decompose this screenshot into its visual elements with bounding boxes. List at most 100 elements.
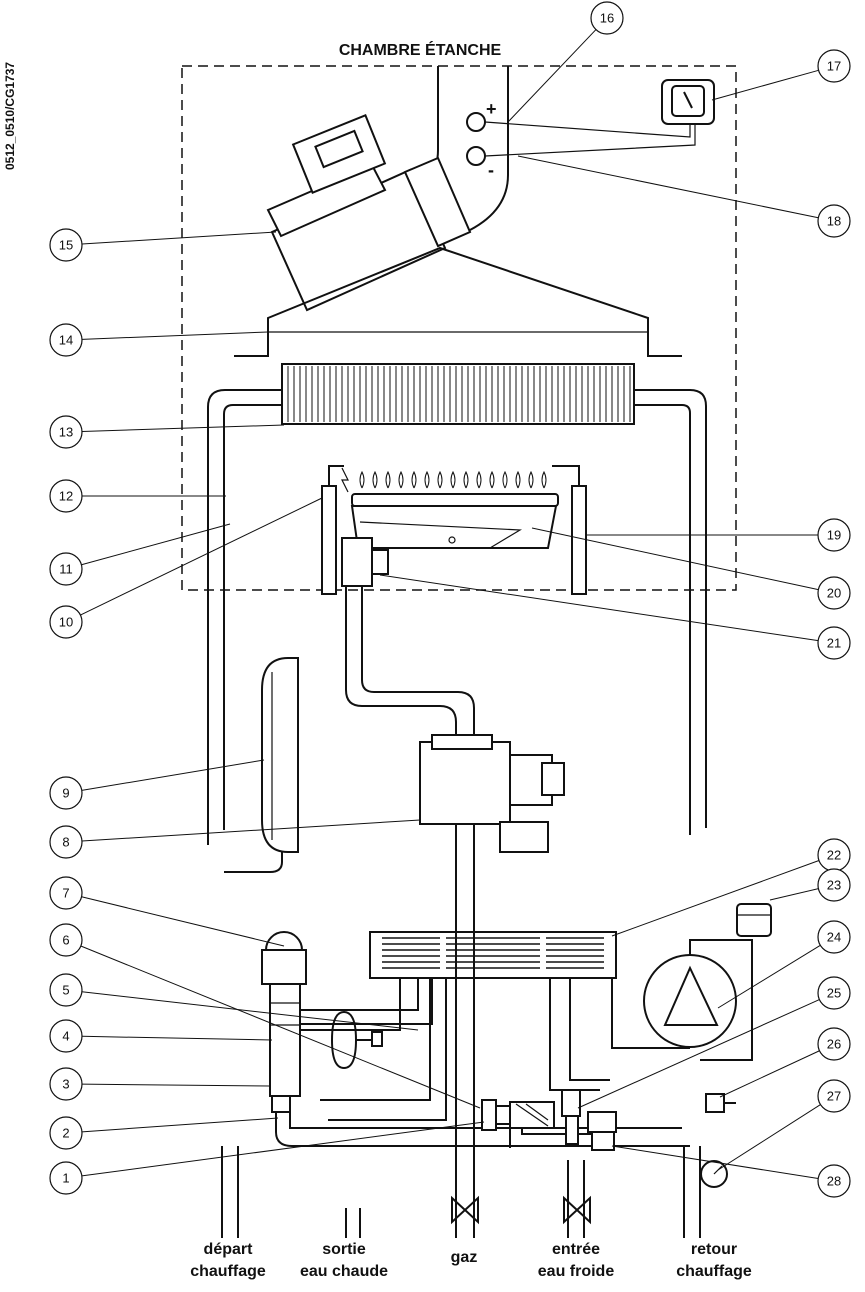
callout-leader-20 [531,527,819,591]
callout-number-22: 22 [827,848,841,863]
callout-circle-23 [817,868,851,902]
callout-number-9: 9 [62,786,69,801]
callout-number-5: 5 [62,983,69,998]
callout-leader-24 [717,944,821,1009]
label-sortie-eau-chaude-2: eau chaude [300,1263,388,1280]
minus-sign: - [488,160,494,180]
callout-18: 18 [517,155,851,238]
gas-valve [419,734,565,908]
callout-2: 2 [49,1116,279,1150]
burner [321,465,587,595]
diverter-valve [261,931,383,1113]
callout-8: 8 [49,819,421,859]
expansion-vessel [224,657,299,873]
callout-25: 25 [577,976,851,1109]
callout-leader-16 [507,29,597,123]
callout-number-4: 4 [62,1029,69,1044]
bypass-valve [561,1089,617,1151]
callout-circle-13 [49,415,83,449]
plus-sign: + [486,99,497,119]
label-entree-eau-froide-1: entrée [552,1241,600,1258]
callout-number-6: 6 [62,933,69,948]
callout-number-19: 19 [827,528,841,543]
callout-circle-28 [817,1164,851,1198]
fan-assembly [266,113,472,312]
callout-leader-15 [81,231,277,245]
callout-number-26: 26 [827,1037,841,1052]
callout-number-3: 3 [62,1077,69,1092]
callout-number-2: 2 [62,1126,69,1141]
callout-circle-21 [817,626,851,660]
callout-leader-22 [611,860,820,937]
callout-number-14: 14 [59,333,73,348]
callout-circle-14 [49,323,83,357]
callout-12: 12 [49,479,226,513]
callout-circle-18 [817,204,851,238]
cold-water-tap-icon [563,1195,591,1225]
callout-circle-12 [49,479,83,513]
air-pressure-switch [661,79,715,125]
callout-number-24: 24 [827,930,841,945]
flow-sensor [481,1099,555,1131]
gas-nozzle [341,537,475,742]
callout-15: 15 [49,228,277,262]
callout-23: 23 [769,868,851,902]
callout-circle-6 [49,923,83,957]
callout-leader-14 [81,331,269,340]
callout-leader-3 [81,1083,271,1087]
callout-leader-4 [81,1035,273,1041]
callout-number-25: 25 [827,986,841,1001]
pressure-gauge [700,1160,728,1188]
callout-number-17: 17 [827,59,841,74]
gas-tap-icon [451,1195,479,1225]
callout-leader-2 [81,1117,279,1133]
callout-leader-28 [611,1145,819,1180]
callout-13: 13 [49,415,285,449]
callout-number-7: 7 [62,886,69,901]
connection-labels: départ chauffage sortie eau chaude gaz e… [190,1241,752,1280]
callout-number-11: 11 [59,562,73,577]
pressure-ports: + - [466,99,696,180]
callout-leader-17 [711,69,819,101]
heating-pipes [207,389,707,845]
callout-number-8: 8 [62,835,69,850]
callout-number-28: 28 [827,1174,841,1189]
callout-circle-11 [49,552,83,586]
callout-circle-19 [817,518,851,552]
callout-1: 1 [49,1121,485,1195]
outlet-pipes [221,908,701,1238]
callout-22: 22 [611,838,851,937]
callout-circle-20 [817,576,851,610]
callout-number-10: 10 [59,615,73,630]
primary-heat-exchanger [281,363,635,425]
safety-valve [705,1093,736,1113]
callout-number-1: 1 [62,1171,69,1186]
callout-leader-23 [769,888,819,901]
circulation-pump [643,903,772,1061]
callout-leader-13 [81,424,285,432]
callout-21: 21 [379,574,851,660]
sealed-chamber-outline [181,65,737,591]
callout-leader-6 [80,945,481,1109]
callout-circle-1 [49,1161,83,1195]
label-depart-chauffage-2: chauffage [190,1263,266,1280]
callout-17: 17 [711,49,851,101]
callout-26: 26 [719,1027,851,1098]
label-entree-eau-froide-2: eau froide [538,1263,615,1280]
callout-number-21: 21 [827,636,841,651]
callout-circle-2 [49,1116,83,1150]
callout-leader-11 [81,523,231,566]
callout-leader-8 [81,819,421,842]
callout-leader-26 [719,1050,820,1098]
callout-leader-21 [379,574,819,642]
callout-4: 4 [49,1019,273,1053]
callout-number-18: 18 [827,214,841,229]
callout-24: 24 [717,920,851,1009]
callout-circle-9 [49,776,83,810]
label-gaz: gaz [451,1249,478,1266]
label-retour-chauffage-2: chauffage [676,1263,752,1280]
label-retour-chauffage-1: retour [691,1241,737,1258]
secondary-heat-exchanger [369,931,617,979]
callout-20: 20 [531,527,851,610]
